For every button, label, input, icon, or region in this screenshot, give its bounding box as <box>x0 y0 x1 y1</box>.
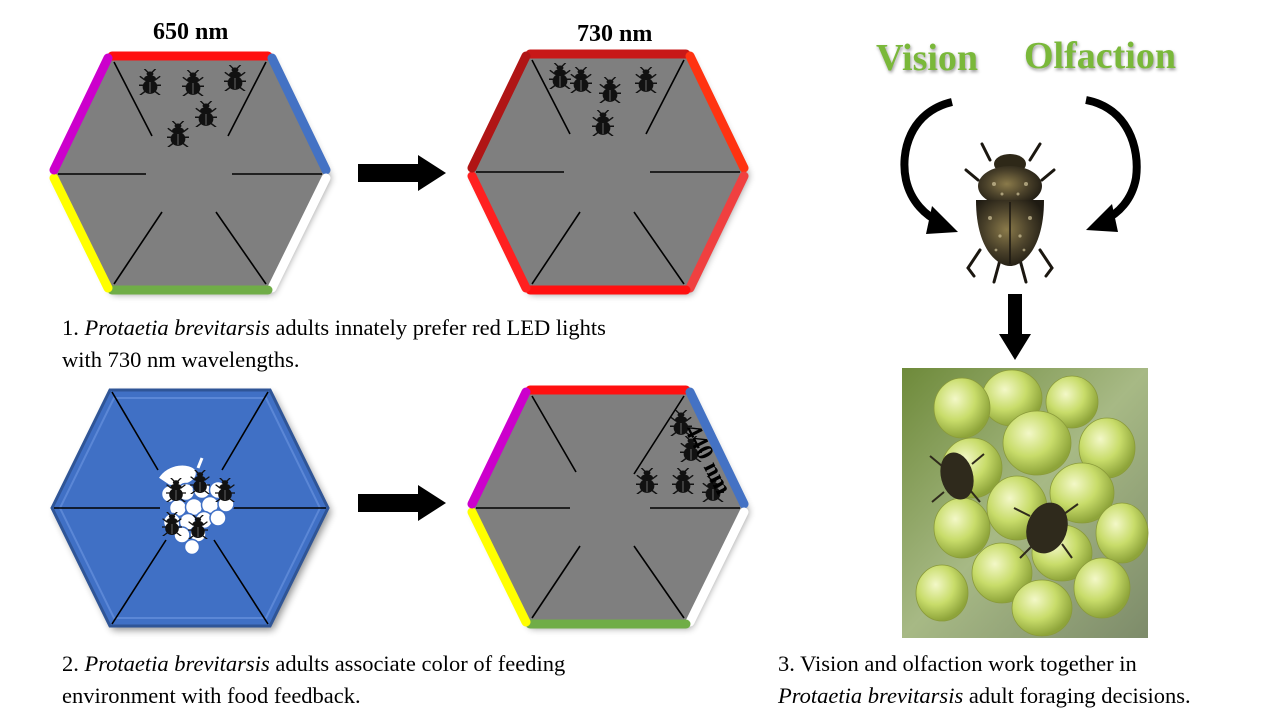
beetle-icon <box>636 468 658 494</box>
right-arrow-icon <box>358 155 446 191</box>
caption-panel-3: 3. Vision and olfaction work together in… <box>778 651 1191 708</box>
grapes-with-beetles-photo <box>902 368 1149 638</box>
right-arrow-icon <box>358 485 446 521</box>
curved-arrow-vision-icon <box>900 98 958 234</box>
olfaction-label: Olfaction <box>1024 35 1176 77</box>
beetle-icon <box>672 468 694 494</box>
vision-label: Vision <box>876 37 979 79</box>
caption-panel-2: 2. Protaetia brevitarsis adults associat… <box>62 651 566 708</box>
wavelength-label-730: 730 nm <box>577 21 653 47</box>
down-arrow-icon <box>999 294 1031 360</box>
wavelength-label-650: 650 nm <box>153 19 229 45</box>
curved-arrow-olfaction-icon <box>1085 96 1141 232</box>
beetle-photo <box>964 142 1056 284</box>
caption-panel-1: 1. Protaetia brevitarsis adults innately… <box>62 315 606 372</box>
